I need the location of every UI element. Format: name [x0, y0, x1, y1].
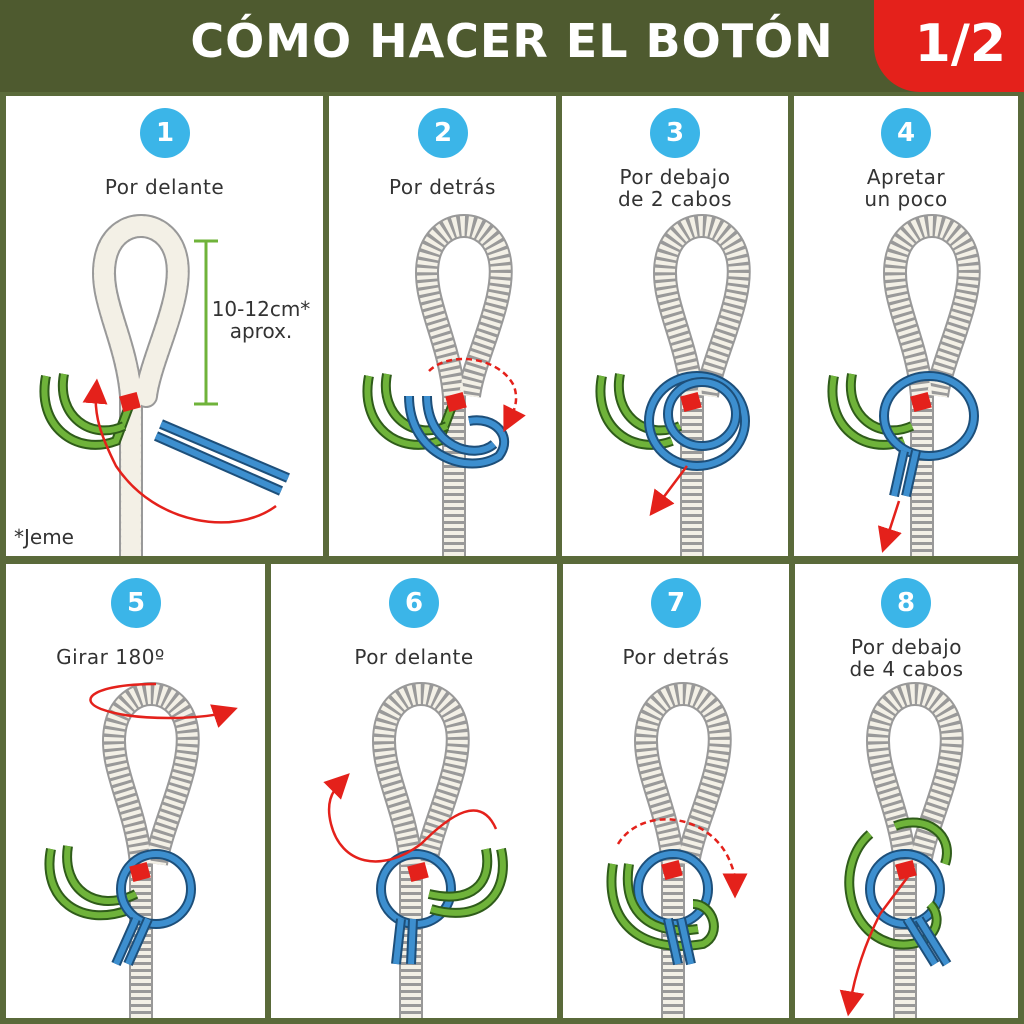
step-3-caption-line-1: Por debajo	[619, 165, 731, 189]
step-panel-2: 2 Por detrás	[329, 96, 556, 556]
step-5-caption: Girar 180º	[56, 645, 165, 669]
step-4-caption-line-2: un poco	[864, 187, 948, 211]
step-panel-1: 1 Por delante 10-12cm* aprox. *Jeme	[6, 96, 323, 556]
step-3-caption-line-2: de 2 cabos	[617, 187, 733, 211]
page-title: CÓMO HACER EL BOTÓN	[190, 14, 834, 68]
step-panel-6: 6 Por delante	[271, 564, 557, 1018]
step-4-caption: Apretar un poco	[794, 166, 1018, 210]
step-2-number: 2	[418, 108, 468, 158]
step-6-illustration	[323, 682, 508, 1018]
step-1-number: 1	[140, 108, 190, 158]
measure-line-1: 10-12cm*	[211, 297, 311, 321]
step-panel-5: 5 Girar 180º	[6, 564, 265, 1018]
measure-label: 10-12cm* aprox.	[206, 298, 316, 342]
page-indicator: 1/2	[914, 14, 1006, 74]
step-6-caption: Por delante	[354, 645, 474, 669]
footnote: *Jeme	[14, 525, 74, 549]
step-2-illustration	[362, 214, 526, 556]
step-panel-7: 7 Por detrás	[563, 564, 789, 1018]
step-1-caption: Por delante	[104, 175, 225, 199]
step-7-number: 7	[651, 578, 701, 628]
step-1-illustration	[39, 214, 290, 556]
step-8-caption: Por debajo de 4 cabos	[795, 636, 1018, 680]
step-8-caption-line-1: Por debajo	[851, 635, 962, 659]
step-3-caption: Por debajo de 2 cabos	[562, 166, 788, 210]
step-8-number: 8	[881, 578, 931, 628]
measure-line-2: aprox.	[229, 319, 293, 343]
step-panel-8: 8 Por debajo de 4 cabos	[795, 564, 1018, 1018]
step-2-caption: Por detrás	[389, 175, 496, 199]
step-panel-3: 3 Por debajo de 2 cabos	[562, 96, 788, 556]
step-6-number: 6	[389, 578, 439, 628]
step-7-illustration	[606, 682, 748, 1018]
step-3-number: 3	[650, 108, 700, 158]
step-4-illustration	[827, 214, 981, 556]
step-panel-4: 4 Apretar un poco	[794, 96, 1018, 556]
step-3-illustration	[595, 214, 751, 556]
step-5-illustration	[44, 682, 238, 1018]
step-7-caption: Por detrás	[622, 645, 730, 669]
step-8-illustration	[839, 682, 964, 1018]
step-8-caption-line-2: de 4 cabos	[849, 657, 964, 681]
step-5-number: 5	[111, 578, 161, 628]
page-badge: 1/2	[874, 0, 1024, 92]
step-4-number: 4	[881, 108, 931, 158]
header-bar: CÓMO HACER EL BOTÓN 1/2	[0, 0, 1024, 92]
step-4-caption-line-1: Apretar	[866, 165, 946, 189]
